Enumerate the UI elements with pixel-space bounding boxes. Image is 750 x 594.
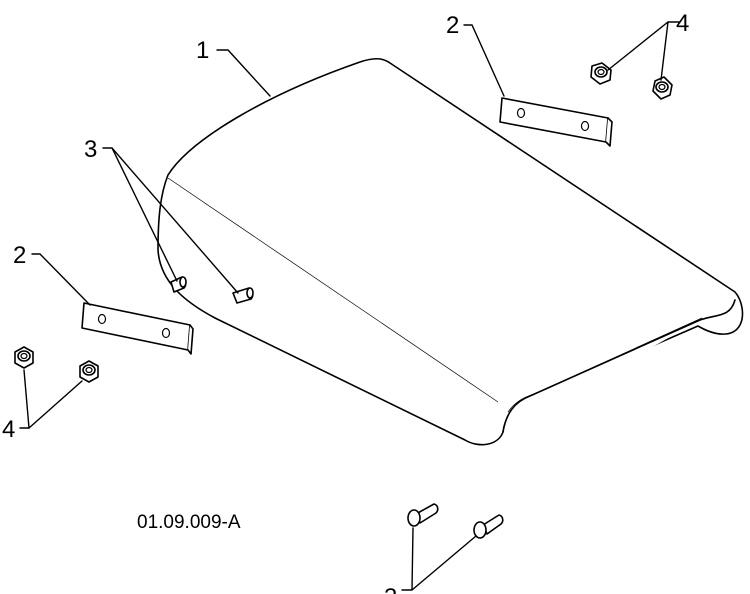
callout-nuts-left: 4 — [2, 416, 15, 443]
leader-nuts-left — [19, 369, 83, 429]
leader-plate-right — [463, 24, 505, 97]
plate-left-body — [81, 302, 191, 351]
bolt-1 — [407, 503, 439, 527]
callout-pins: 3 — [84, 136, 97, 163]
plate-left-edge — [187, 324, 194, 355]
leader-plate-left — [31, 253, 91, 306]
plate-left-hole-2 — [161, 327, 171, 339]
leader-bolts — [401, 527, 477, 591]
nut-right-2 — [652, 76, 673, 100]
hood-body — [157, 57, 744, 446]
plate-right-body — [499, 97, 609, 143]
hood-crease-line — [167, 177, 499, 403]
leader-pins — [102, 147, 239, 294]
plate-right-hole-2 — [580, 120, 590, 132]
callout-hood: 1 — [196, 37, 209, 64]
pin-2 — [232, 287, 254, 304]
callout-bolts: 3 — [384, 584, 397, 594]
pin-1 — [170, 276, 187, 293]
drawing-code: 01.09.009-A — [137, 512, 241, 533]
plate-right-hole-1 — [516, 107, 526, 119]
callout-nuts-right: 4 — [676, 10, 689, 37]
hood-cover — [157, 57, 744, 446]
callout-plate-right: 2 — [446, 12, 459, 39]
plate-left-hole-1 — [97, 313, 107, 325]
bolt-2 — [473, 514, 504, 539]
plate-left — [81, 302, 194, 355]
nut-left-2 — [79, 360, 99, 383]
callout-plate-left: 2 — [13, 242, 26, 269]
nut-left-1 — [14, 346, 34, 369]
plate-right-edge — [605, 117, 613, 147]
leader-nuts-right — [607, 21, 680, 81]
nut-right-1 — [590, 62, 612, 85]
plate-right — [499, 97, 613, 147]
leader-hood — [216, 49, 271, 97]
hood-front-lip — [502, 299, 736, 433]
hood-lip-edge — [507, 317, 703, 413]
